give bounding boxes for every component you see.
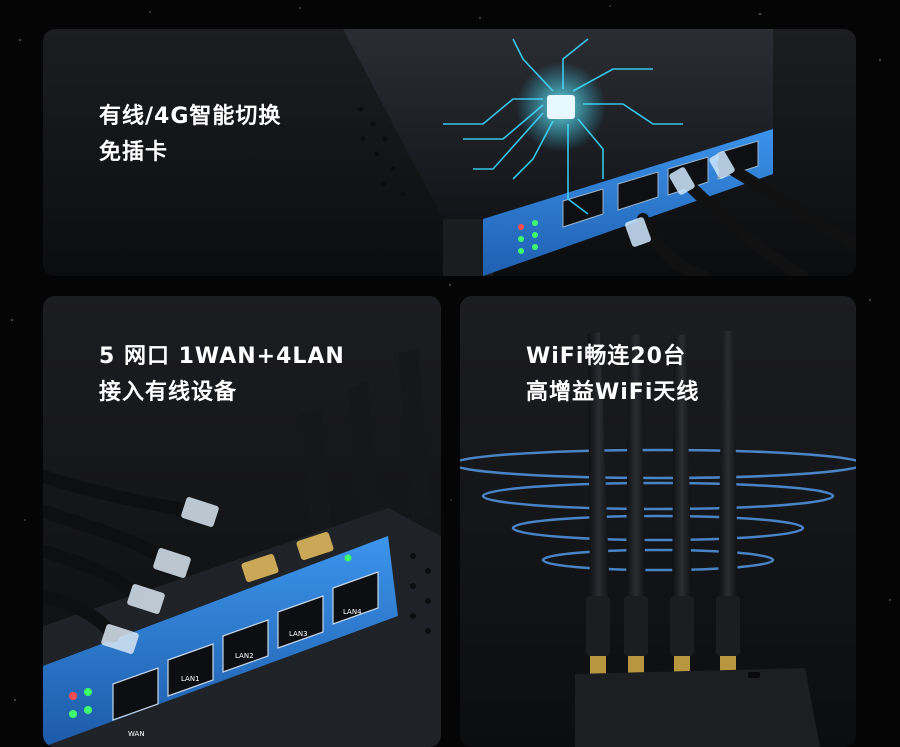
caption-line-1: 有线/4G智能切换 xyxy=(99,104,282,129)
caption-line-1: WiFi畅连20台 xyxy=(526,344,686,369)
ethernet-ports xyxy=(112,571,379,721)
status-leds xyxy=(518,220,538,254)
port-label-lan1: LAN1 xyxy=(181,675,200,683)
port-label-wan: WAN xyxy=(128,730,145,738)
caption-line-2: 高增益WiFi天线 xyxy=(526,380,700,405)
feature-panel-wifi: WiFi畅连20台 高增益WiFi天线 xyxy=(460,296,856,747)
feature-panel-ports: WAN LAN1 LAN2 LAN3 LAN4 5 网口 1WAN+4LAN 接… xyxy=(43,296,441,747)
feature-caption-wired-4g: 有线/4G智能切换 免插卡 xyxy=(99,99,281,171)
router-body xyxy=(575,668,820,747)
port-label-lan2: LAN2 xyxy=(235,652,254,660)
caption-line-2: 接入有线设备 xyxy=(99,380,238,405)
wifi-signal-waves xyxy=(460,448,856,572)
router-ports-illustration: WAN LAN1 LAN2 LAN3 LAN4 xyxy=(43,348,441,747)
port-label-lan4: LAN4 xyxy=(343,608,362,616)
chip-icon xyxy=(547,95,575,119)
caption-line-1: 5 网口 1WAN+4LAN xyxy=(99,344,345,369)
caption-line-2: 免插卡 xyxy=(99,140,169,165)
network-cables xyxy=(637,158,856,276)
router-circuit-illustration xyxy=(343,29,856,276)
rj45-plugs xyxy=(101,497,334,654)
wifi-antenna-illustration xyxy=(460,330,856,747)
antennas xyxy=(586,330,740,674)
feature-caption-ports: 5 网口 1WAN+4LAN 接入有线设备 xyxy=(99,339,345,411)
feature-caption-wifi: WiFi畅连20台 高增益WiFi天线 xyxy=(526,339,699,411)
antennas xyxy=(301,348,433,542)
status-leds xyxy=(69,554,352,718)
port-label-lan3: LAN3 xyxy=(289,630,308,638)
feature-panel-wired-4g: 有线/4G智能切换 免插卡 xyxy=(43,29,856,276)
